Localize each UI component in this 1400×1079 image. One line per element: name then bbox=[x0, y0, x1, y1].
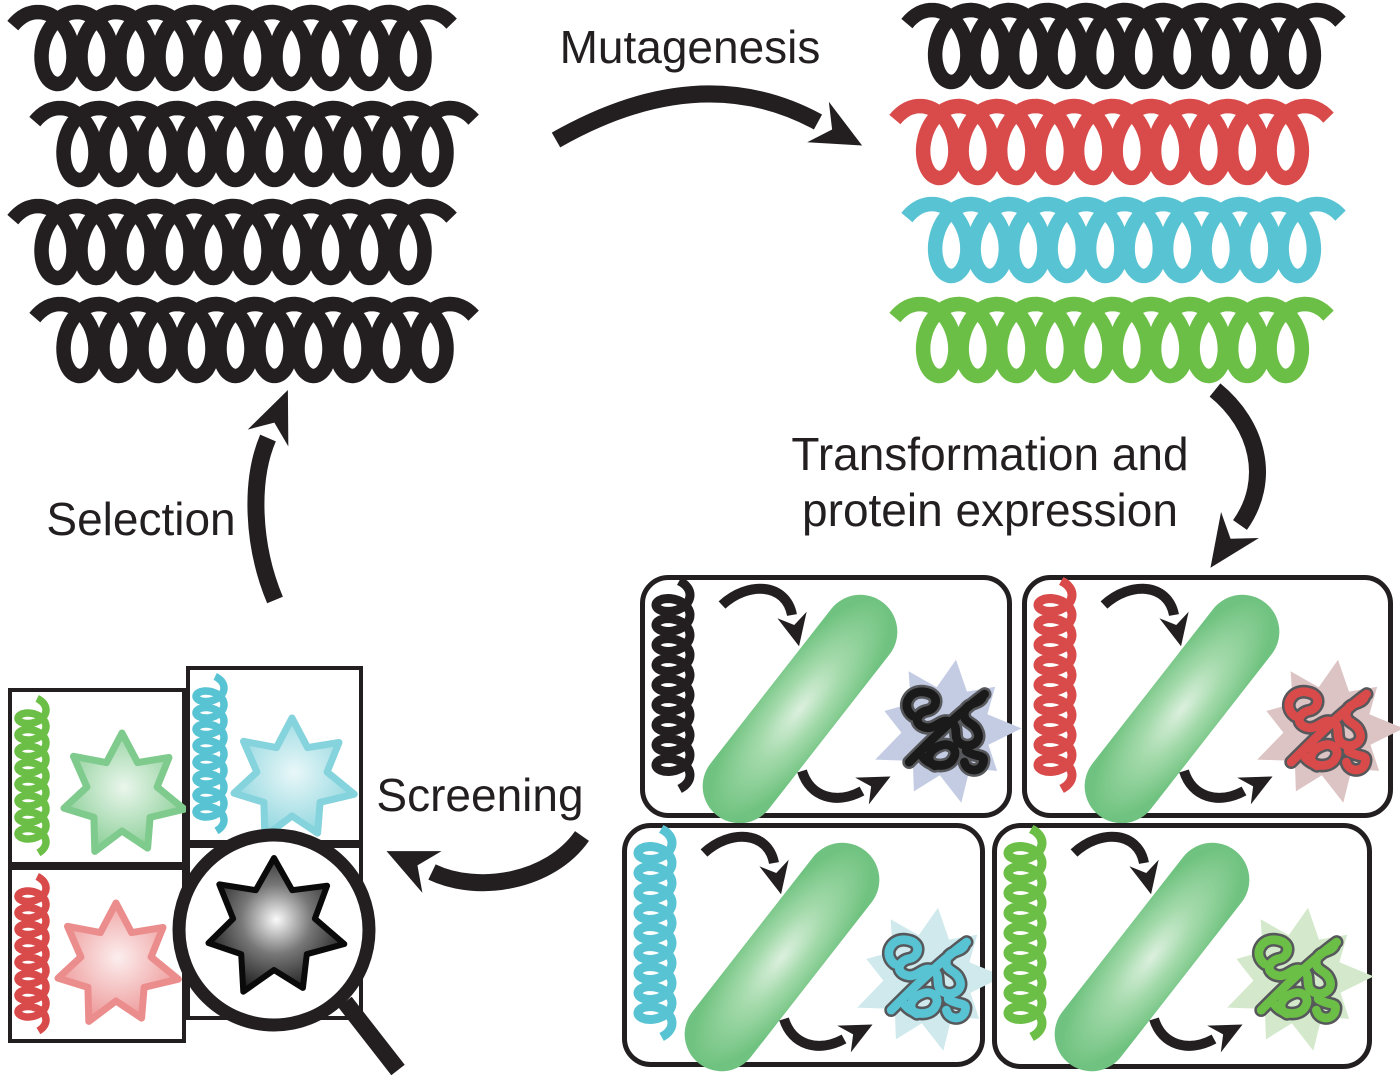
arrow-transformation-shaft bbox=[1209, 383, 1266, 530]
arrow-out-of-cell bbox=[1179, 769, 1273, 805]
dna-coil-right-3-cyan bbox=[901, 196, 1346, 284]
label-mutagenesis: Mutagenesis bbox=[559, 21, 821, 73]
arrow-mutagenesis bbox=[551, 85, 863, 148]
expression-panel-black bbox=[640, 575, 1022, 824]
bacterium-body bbox=[1054, 842, 1250, 1072]
plate-coil-red bbox=[14, 873, 50, 1035]
dna-coil-left-2-black bbox=[29, 100, 479, 188]
arrow-into-cell-shaft bbox=[1070, 831, 1149, 865]
arrow-out-of-cell-shaft bbox=[779, 1017, 847, 1051]
arrow-mutagenesis-shaft bbox=[551, 85, 823, 148]
arrow-screening-shaft bbox=[428, 830, 589, 892]
arrow-into-cell-head bbox=[1129, 859, 1159, 895]
arrow-selection bbox=[247, 389, 289, 604]
arrow-into-cell-shaft bbox=[700, 831, 779, 865]
dna-coil-right-2-red bbox=[889, 98, 1334, 186]
screening-plate-red bbox=[8, 866, 186, 1043]
dna-coil-left-4-black bbox=[29, 296, 479, 384]
magnifier-icon bbox=[172, 828, 405, 1076]
bacterium-rod bbox=[684, 842, 880, 1072]
label-screening: Screening bbox=[376, 769, 584, 821]
protein-squiggle-black-line bbox=[902, 687, 990, 775]
protein-star-red bbox=[54, 899, 182, 1025]
arrow-into-cell-shaft bbox=[1100, 583, 1179, 617]
bacterium-body bbox=[1084, 594, 1280, 824]
protein-squiggle-cyan bbox=[882, 932, 974, 1025]
protein-squiggle-red-line bbox=[1284, 687, 1372, 775]
arrow-into-cell bbox=[718, 583, 807, 647]
bacterium-body bbox=[684, 842, 880, 1072]
plate-coil-cyan bbox=[192, 673, 228, 835]
arrow-into-cell-head bbox=[1159, 611, 1189, 647]
arrow-out-of-cell-head bbox=[1237, 776, 1273, 805]
expression-panel-red bbox=[1022, 575, 1400, 824]
expression-panel-cyan bbox=[622, 823, 1004, 1072]
arrow-out-of-cell bbox=[779, 1017, 873, 1053]
label-transformation: Transformation and protein expression bbox=[791, 426, 1188, 538]
arrow-out-of-cell-head bbox=[837, 1024, 873, 1053]
screening-plate-green bbox=[8, 688, 188, 866]
dna-coil-right-4-green bbox=[889, 296, 1334, 384]
arrow-into-cell bbox=[1070, 831, 1159, 895]
arrow-mutagenesis-head bbox=[807, 101, 863, 146]
arrow-transformation bbox=[1209, 383, 1266, 568]
arrow-out-of-cell bbox=[797, 769, 891, 805]
arrow-out-of-cell-head bbox=[1207, 1024, 1243, 1053]
dna-coil-right-1-black bbox=[901, 2, 1346, 90]
arrow-into-cell bbox=[1100, 583, 1189, 647]
protein-star-green bbox=[60, 729, 188, 855]
plasmid-coil-red bbox=[1033, 576, 1077, 793]
label-selection: Selection bbox=[46, 493, 236, 545]
arrow-transformation-head bbox=[1210, 511, 1259, 568]
plasmid-coil-green bbox=[1003, 824, 1047, 1041]
arrow-into-cell bbox=[700, 831, 789, 895]
arrow-into-cell-head bbox=[777, 611, 807, 647]
arrow-out-of-cell-shaft bbox=[1149, 1017, 1217, 1051]
arrow-out-of-cell-shaft bbox=[1179, 769, 1247, 803]
bacterium-rod bbox=[1054, 842, 1250, 1072]
screening-plate-cyan bbox=[186, 666, 363, 844]
arrow-screening bbox=[386, 830, 589, 893]
protein-star-cyan bbox=[230, 714, 358, 840]
dna-coil-left-1-black bbox=[7, 4, 457, 92]
label-transformation-line2: protein expression bbox=[802, 484, 1178, 536]
bacterium-rod bbox=[1084, 594, 1280, 824]
arrow-selection-head bbox=[247, 389, 289, 447]
arrow-screening-head bbox=[386, 851, 442, 893]
dna-coil-left-3-black bbox=[7, 198, 457, 286]
label-transformation-line1: Transformation and bbox=[791, 428, 1189, 480]
arrow-out-of-cell-shaft bbox=[797, 769, 865, 803]
arrow-selection-shaft bbox=[247, 434, 283, 604]
magnifier-handle bbox=[338, 996, 405, 1076]
plasmid-coil-black bbox=[651, 576, 695, 793]
magnified-protein-star bbox=[205, 855, 348, 995]
protein-squiggle-green-line bbox=[1254, 935, 1342, 1023]
bacterium-body bbox=[702, 594, 898, 824]
arrow-out-of-cell-head bbox=[855, 776, 891, 805]
protein-squiggle-black bbox=[900, 684, 992, 777]
protein-squiggle-cyan-line bbox=[884, 935, 972, 1023]
arrow-into-cell-head bbox=[759, 859, 789, 895]
plasmid-coil-cyan bbox=[633, 824, 677, 1041]
arrow-into-cell-shaft bbox=[718, 583, 797, 617]
expression-panel-green bbox=[992, 823, 1374, 1072]
plate-coil-green bbox=[14, 695, 50, 857]
bacterium-rod bbox=[702, 594, 898, 824]
arrow-out-of-cell bbox=[1149, 1017, 1243, 1053]
protein-squiggle-green bbox=[1252, 932, 1344, 1025]
protein-squiggle-red bbox=[1282, 684, 1374, 777]
